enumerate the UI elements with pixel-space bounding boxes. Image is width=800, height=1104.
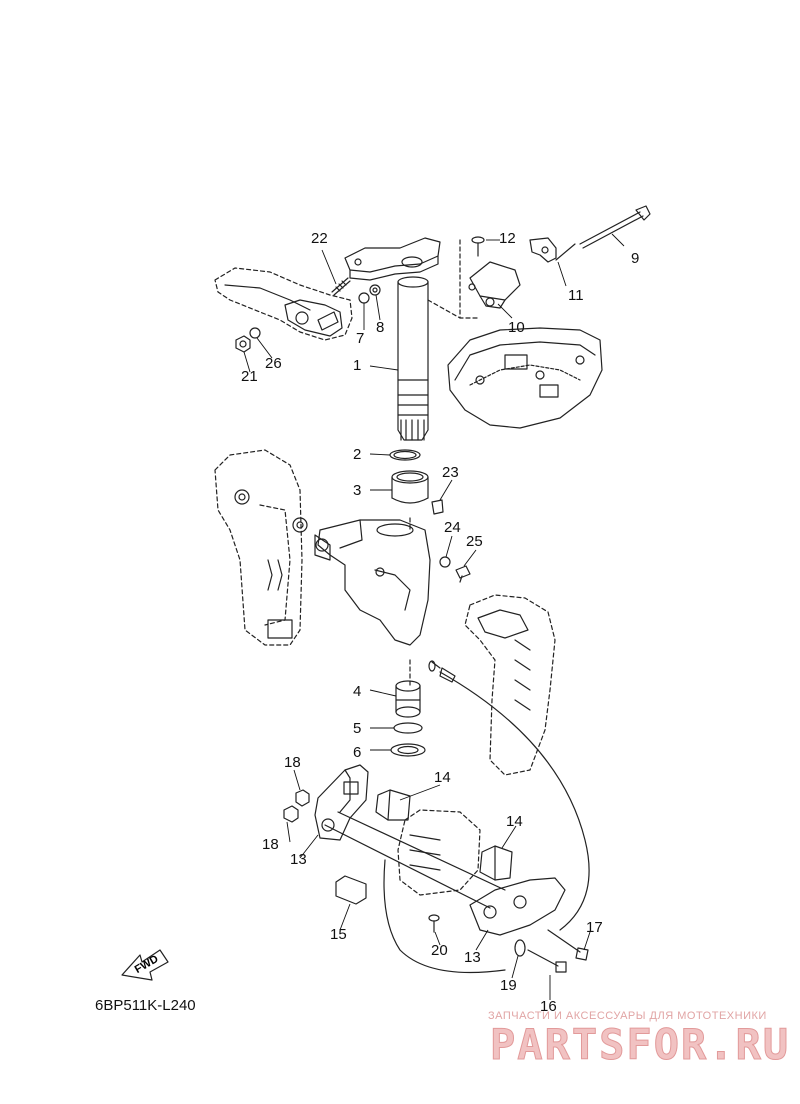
part-number-23: 23 [442,464,459,481]
bolt-22 [331,277,351,296]
part-number-18-upper: 18 [284,754,301,771]
lower-mount-13-right [469,877,566,936]
part-number-13-right: 13 [464,949,481,966]
watermark-tagline: ЗАПЧАСТИ И АКСЕССУАРЫ ДЛЯ МОТОТЕХНИКИ [488,1010,767,1022]
part-number-21: 21 [241,368,258,385]
clamp-11 [529,237,557,263]
clamp-bracket-right [464,594,556,776]
part-number-13-left: 13 [290,851,307,868]
screw-12 [471,236,485,257]
washer-26 [249,327,261,339]
clamp-bracket-left [214,449,303,646]
pad-14-lower [479,845,513,881]
nut-24 [439,556,451,568]
bolt-17 [547,929,589,961]
part-number-20: 20 [431,942,448,959]
part-number-11: 11 [568,287,584,304]
part-number-1: 1 [353,357,362,374]
part-number-8: 8 [376,319,385,336]
steering-shaft [397,276,429,441]
part-number-22: 22 [311,230,328,247]
fwd-arrow [121,949,169,981]
bolt-25 [455,565,471,583]
part-number-24: 24 [444,519,461,536]
grease-fitting [428,660,456,683]
washer-19 [514,939,526,957]
switch-10 [468,261,521,309]
part-number-14-lower: 14 [506,813,523,830]
upper-mount-bracket [214,267,353,341]
part-number-6: 6 [353,744,362,761]
swivel-bracket [314,519,431,646]
bolt-16 [527,949,567,973]
clamp-bracket-left-details [234,489,308,639]
nut-7 [358,292,370,304]
part-number-10: 10 [508,319,525,336]
bolt-9 [579,205,651,249]
clip-23 [431,499,444,515]
part-number-3: 3 [353,482,362,499]
upper-plate [447,327,603,429]
nut-18-upper [295,789,310,807]
part-number-25: 25 [466,533,483,550]
part-number-7: 7 [356,330,365,347]
screw-20 [428,914,440,933]
part-number-26: 26 [265,355,282,372]
part-number-18-lower: 18 [262,836,279,853]
part-number-14-upper: 14 [434,769,451,786]
steering-arm [344,237,441,281]
pad-14-upper [375,789,411,821]
clamp-bracket-right-details [477,609,531,711]
nut-21 [235,335,251,353]
lower-mount-13-left [314,764,369,841]
part-number-15: 15 [330,926,347,943]
bushing-3 [391,470,429,504]
part-number-12: 12 [499,230,516,247]
part-number-17: 17 [586,919,603,936]
diagram-code: 6BP511K-L240 [95,997,196,1014]
part-number-9: 9 [631,250,640,267]
part-number-4: 4 [353,683,362,700]
part-number-5: 5 [353,720,362,737]
lower-casing [397,809,481,896]
o-ring-5 [393,722,423,734]
part-number-2: 2 [353,446,362,463]
nut-18-lower [283,805,299,823]
bushing-4 [395,680,421,718]
stopper-15 [335,875,367,905]
washer-6 [390,743,426,757]
washer-8 [369,284,381,296]
part-number-19: 19 [500,977,517,994]
part-number-16: 16 [540,998,557,1015]
watermark-logo: PARTSFOR.RU [489,1020,791,1070]
